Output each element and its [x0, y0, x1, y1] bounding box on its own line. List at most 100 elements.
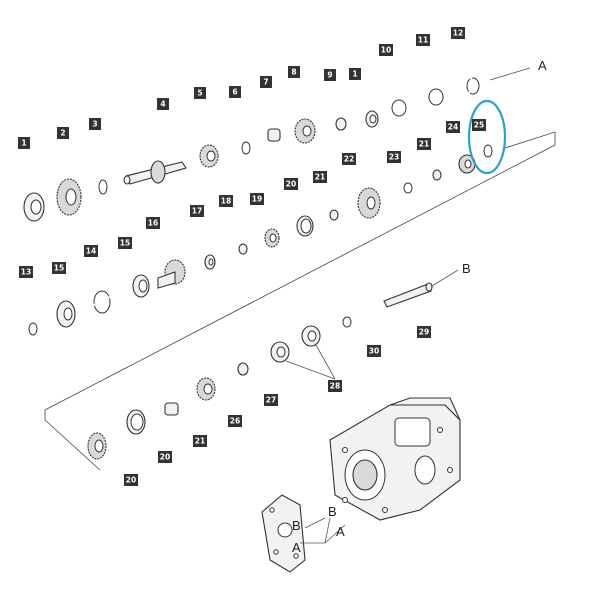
ref-a-top: A	[538, 58, 547, 73]
part-bearing-15a	[132, 274, 150, 298]
svg-text:20: 20	[286, 180, 296, 189]
svg-text:28: 28	[330, 382, 340, 391]
frame-lines	[44, 67, 556, 471]
part-bushing-27	[237, 362, 249, 376]
ref-a-housing: A	[336, 524, 345, 539]
part-gear-16	[157, 259, 186, 289]
tag-21b: 21	[313, 171, 327, 183]
tag-23: 23	[387, 151, 401, 163]
part-nut-21a	[432, 169, 442, 181]
part-shaft-4	[123, 160, 187, 185]
part-gear-2	[56, 178, 82, 216]
part-ring-25	[483, 144, 493, 158]
part-ring-20a	[296, 215, 314, 237]
svg-text:20: 20	[126, 476, 136, 485]
ref-b-cover: B	[292, 518, 301, 533]
svg-text:6: 6	[232, 88, 237, 97]
tag-12: 12	[451, 27, 465, 39]
tag-30: 30	[367, 345, 381, 357]
svg-text:21: 21	[195, 437, 205, 446]
svg-text:25: 25	[474, 121, 484, 130]
tag-19: 19	[250, 193, 264, 205]
tag-25: 25	[472, 119, 486, 131]
svg-text:29: 29	[419, 328, 429, 337]
tag-27: 27	[264, 394, 278, 406]
part-gear-19	[264, 228, 280, 248]
svg-text:11: 11	[418, 36, 428, 45]
svg-text:1: 1	[352, 70, 357, 79]
tag-8: 8	[288, 66, 300, 78]
svg-text:8: 8	[291, 68, 296, 77]
part-snap-ring-14	[93, 290, 111, 314]
svg-text:26: 26	[230, 417, 240, 426]
tag-29: 29	[417, 326, 431, 338]
tag-21a: 21	[417, 138, 431, 150]
part-ring-23	[403, 182, 413, 194]
svg-text:30: 30	[369, 347, 379, 356]
part-gear-26	[196, 377, 216, 401]
part-ring-6	[241, 141, 251, 155]
housing-reference-leaders	[300, 517, 346, 544]
tag-24: 24	[446, 121, 460, 133]
ref-b-right: B	[462, 261, 471, 276]
highlight-circle	[467, 99, 507, 175]
ref-b-housing: B	[328, 504, 337, 519]
tag-21c: 21	[193, 435, 207, 447]
part-bushing-21c	[164, 402, 179, 416]
svg-text:14: 14	[86, 247, 96, 256]
part-bearing-17	[204, 254, 216, 270]
transmission-housing	[329, 397, 461, 521]
tag-16: 16	[146, 217, 160, 229]
svg-text:19: 19	[252, 195, 262, 204]
svg-text:15: 15	[120, 239, 130, 248]
tag-6: 6	[229, 86, 241, 98]
tag-20c: 20	[124, 474, 138, 486]
svg-text:9: 9	[327, 71, 332, 80]
svg-text:24: 24	[448, 123, 458, 132]
tag-1a: 1	[18, 137, 30, 149]
svg-text:1: 1	[21, 139, 26, 148]
svg-text:5: 5	[197, 89, 202, 98]
housing-cover-plate	[261, 494, 306, 573]
part-ring-3	[98, 179, 108, 195]
part-bearing-15b	[56, 300, 76, 328]
tag-4: 4	[157, 98, 169, 110]
tag-9: 9	[324, 69, 336, 81]
part-seal-28a	[301, 325, 321, 347]
part-nut-21b	[329, 209, 339, 221]
svg-text:27: 27	[266, 396, 276, 405]
part-ring-11	[428, 88, 444, 106]
svg-text:4: 4	[160, 100, 165, 109]
part-bushing-9	[335, 117, 347, 131]
tag-3: 3	[89, 118, 101, 130]
tag-17: 17	[190, 205, 204, 217]
svg-text:18: 18	[221, 197, 231, 206]
tag-26: 26	[228, 415, 242, 427]
part-gear-22	[357, 187, 381, 219]
tag-15a: 15	[118, 237, 132, 249]
part-nut-18	[238, 243, 248, 255]
svg-text:2: 2	[60, 129, 65, 138]
svg-text:15: 15	[54, 264, 64, 273]
part-gear-8	[294, 118, 316, 144]
tag-2: 2	[57, 127, 69, 139]
tag-7: 7	[260, 76, 272, 88]
part-gear-5	[199, 144, 219, 168]
part-bearing-1a	[23, 192, 45, 222]
part-seal-28b	[270, 341, 290, 363]
part-bushing-7	[267, 128, 281, 142]
tag-14: 14	[84, 245, 98, 257]
svg-text:22: 22	[344, 155, 354, 164]
tag-13: 13	[19, 266, 33, 278]
svg-text:21: 21	[315, 173, 325, 182]
svg-text:23: 23	[389, 153, 399, 162]
svg-text:12: 12	[453, 29, 463, 38]
tag-11: 11	[416, 34, 430, 46]
svg-text:10: 10	[381, 46, 391, 55]
svg-text:16: 16	[148, 219, 158, 228]
svg-text:7: 7	[263, 78, 268, 87]
part-seal-24	[458, 154, 476, 174]
tag-5: 5	[194, 87, 206, 99]
tag-20b: 20	[158, 451, 172, 463]
